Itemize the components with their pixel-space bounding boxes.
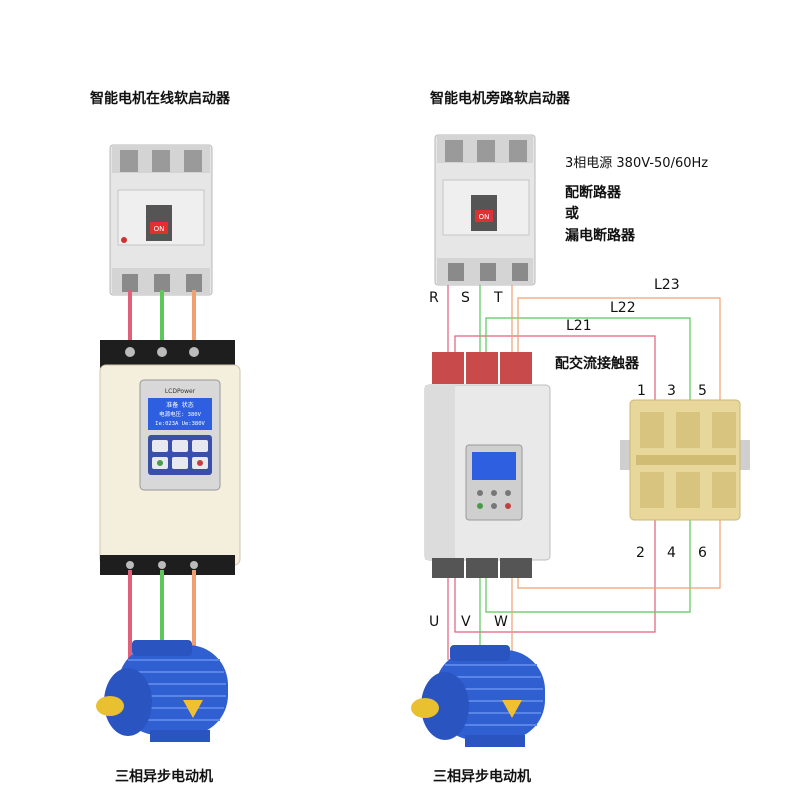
right-lcd-screen	[472, 452, 516, 480]
breaker-note-2: 或	[565, 206, 579, 222]
right-wiring	[447, 285, 721, 660]
right-title: 智能电机旁路软启动器	[430, 91, 570, 107]
phase-t-label: T	[494, 290, 503, 306]
right-soft-starter	[424, 352, 551, 578]
left-breaker-on-switch[interactable]	[150, 222, 168, 234]
lcd-line-3: Ie:023A Ue:380V	[155, 421, 205, 427]
right-circuit-breaker: ON	[434, 134, 536, 286]
left-circuit-breaker: ON	[109, 144, 213, 296]
contactor-note: 配交流接触器	[555, 356, 639, 372]
contactor-terminal-2: 2	[636, 545, 645, 561]
keypad-button-5[interactable]	[172, 457, 188, 469]
phase-s-label: S	[461, 290, 470, 306]
left-breaker-switch-label: ON	[154, 225, 165, 233]
line-l23-label: L23	[654, 277, 680, 293]
right-keypad-button-1[interactable]	[477, 490, 483, 496]
contactor-terminal-6: 6	[698, 545, 707, 561]
keypad-button-1[interactable]	[152, 440, 168, 452]
left-title: 智能电机在线软启动器	[90, 91, 230, 107]
breaker-note-3: 漏电断路器	[565, 228, 635, 244]
contactor-terminal-4: 4	[667, 545, 676, 561]
keypad-button-2[interactable]	[172, 440, 188, 452]
right-motor-label: 三相异步电动机	[433, 769, 531, 785]
right-breaker-switch-label: ON	[479, 213, 490, 221]
breaker-note-1: 配断路器	[565, 185, 621, 201]
left-soft-starter: LCDPower 准备 状态 电源电压: 380V Ie:023A Ue:380…	[99, 340, 241, 575]
right-keypad-button-3[interactable]	[505, 490, 511, 496]
phase-u-label: U	[429, 614, 440, 630]
power-note: 3相电源 380V-50/60Hz	[565, 156, 709, 171]
phase-w-label: W	[494, 614, 508, 630]
ac-contactor	[620, 399, 750, 521]
right-keypad-button-6[interactable]	[505, 503, 511, 509]
line-l22-label: L22	[610, 300, 636, 316]
line-l21-label: L21	[566, 318, 592, 334]
phase-r-label: R	[429, 290, 439, 306]
phase-v-label: V	[461, 614, 471, 630]
contactor-terminal-5: 5	[698, 383, 707, 399]
right-motor	[411, 645, 545, 747]
left-motor-label: 三相异步电动机	[115, 769, 213, 785]
left-lcd-screen	[148, 398, 212, 430]
contactor-terminal-1: 1	[637, 383, 646, 399]
lcd-line-2: 电源电压: 380V	[159, 410, 202, 418]
softstarter-brand: LCDPower	[165, 388, 196, 395]
right-keypad-button-5[interactable]	[491, 503, 497, 509]
lcd-line-1: 准备 状态	[166, 401, 194, 409]
right-keypad-button-4[interactable]	[477, 503, 483, 509]
right-breaker-on-switch[interactable]	[475, 210, 493, 222]
keypad-button-3[interactable]	[192, 440, 208, 452]
left-motor	[96, 640, 228, 742]
right-keypad-button-2[interactable]	[491, 490, 497, 496]
contactor-terminal-3: 3	[667, 383, 676, 399]
